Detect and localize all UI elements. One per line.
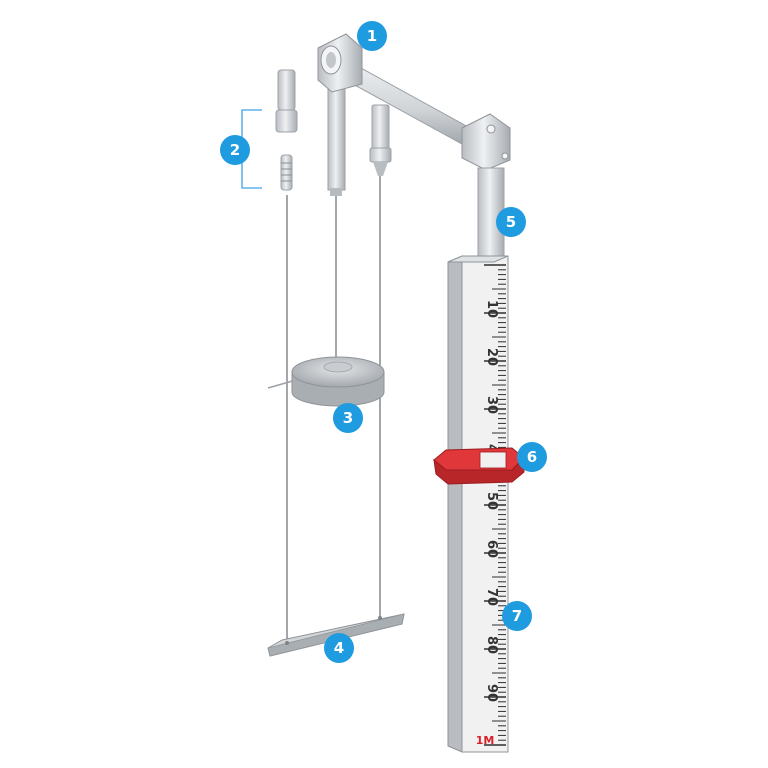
fitting-screw	[280, 154, 293, 191]
cable-fittings	[241, 69, 298, 191]
callout-circle	[496, 207, 526, 237]
callout-circle	[502, 601, 532, 631]
center-rod	[327, 79, 346, 196]
scale-tick-label: 60	[484, 540, 499, 558]
scale-tick-label: 80	[484, 636, 499, 654]
scale-ticks	[484, 264, 506, 746]
scale-tick-label: 20	[484, 348, 499, 366]
callout-label: 6	[527, 448, 537, 466]
scale-tick-label: 50	[484, 492, 499, 510]
callout-circle	[220, 135, 250, 165]
callout-badges: 1 2 3 4 5 6 7	[220, 21, 547, 663]
scale-tick-label: 90	[484, 684, 499, 702]
scale-tick-label: 30	[484, 396, 499, 414]
callout-badge-6: 6	[517, 442, 547, 472]
scale-logo: 1M	[476, 734, 495, 747]
callout-circle	[357, 21, 387, 51]
right-rod	[369, 104, 392, 176]
cables	[286, 175, 381, 643]
indicator-clamp	[433, 447, 525, 485]
callout-label: 4	[334, 639, 344, 657]
scale-tick-label: 10	[484, 300, 499, 318]
callout-circle	[324, 633, 354, 663]
callout-label: 3	[343, 409, 353, 427]
pulley-head	[317, 33, 511, 171]
gauge-board: 102030405060708090 1M	[447, 255, 509, 753]
scale-tick-labels: 102030405060708090	[484, 300, 499, 702]
callout-badge-4: 4	[324, 633, 354, 663]
callout-badge-2: 2	[220, 135, 250, 165]
fitting-sleeve	[277, 69, 296, 111]
callout-badge-5: 5	[496, 207, 526, 237]
callout-circle	[517, 442, 547, 472]
callout-badge-1: 1	[357, 21, 387, 51]
callout-label: 2	[230, 141, 240, 159]
callout-badge-7: 7	[502, 601, 532, 631]
callout-label: 7	[512, 607, 522, 625]
callout-label: 5	[506, 213, 516, 231]
callout-label: 1	[367, 27, 377, 45]
callout-badge-3: 3	[333, 403, 363, 433]
scale-tick-label: 70	[484, 588, 499, 606]
float	[267, 356, 385, 407]
callout-circle	[333, 403, 363, 433]
